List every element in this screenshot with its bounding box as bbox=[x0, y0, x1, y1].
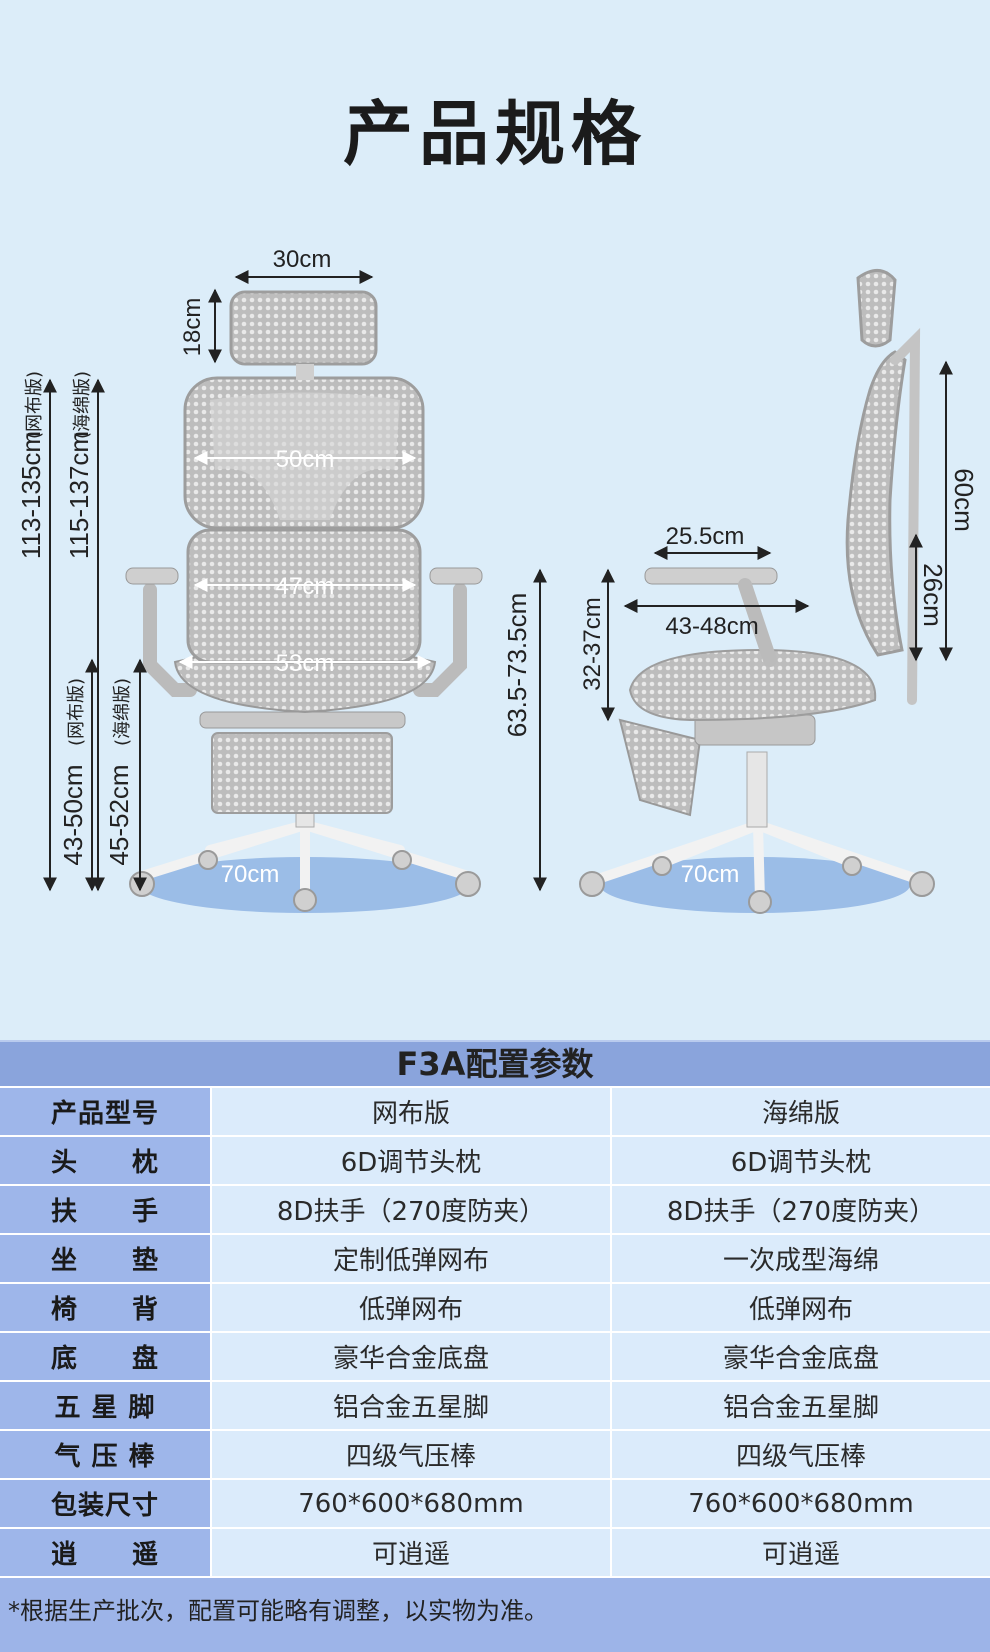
back-lower-width-label: 47cm bbox=[276, 573, 335, 600]
seat-height-foam-label: 45-52cm bbox=[104, 764, 134, 865]
row-foam-value: 760*600*680mm bbox=[610, 1480, 990, 1527]
armrest-length-label: 25.5cm bbox=[666, 523, 745, 550]
row-mesh-value: 定制低弹网布 bbox=[210, 1235, 610, 1282]
row-label: 扶 手 bbox=[0, 1186, 210, 1233]
chair-dimension-drawing: 30cm 18cm 50cm 47cm 53cm 70cm 113-135cm … bbox=[16, 246, 979, 914]
seat-height-mesh-label: 43-50cm bbox=[58, 764, 88, 865]
row-mesh-value: 760*600*680mm bbox=[210, 1480, 610, 1527]
side-chair-illustration bbox=[579, 269, 935, 914]
page-title: 产品规格 bbox=[343, 93, 647, 175]
table-row: 逍 遥 可逍遥 可逍遥 bbox=[0, 1527, 990, 1576]
row-foam-value: 8D扶手（270度防夹） bbox=[610, 1186, 990, 1233]
row-label: 坐 垫 bbox=[0, 1235, 210, 1282]
headrest-height-label: 18cm bbox=[179, 298, 206, 357]
back-upper-width-label: 50cm bbox=[276, 446, 335, 473]
table-row: 气 压 棒 四级气压棒 四级气压棒 bbox=[0, 1429, 990, 1478]
row-foam-value: 铝合金五星脚 bbox=[610, 1382, 990, 1429]
row-label: 头 枕 bbox=[0, 1137, 210, 1184]
seat-depth-label: 43-48cm bbox=[665, 613, 758, 640]
row-foam-value: 低弹网布 bbox=[610, 1284, 990, 1331]
row-label: 五 星 脚 bbox=[0, 1382, 210, 1429]
row-foam-value: 豪华合金底盘 bbox=[610, 1333, 990, 1380]
row-foam-value: 6D调节头枕 bbox=[610, 1137, 990, 1184]
lumbar-height-label: 26cm bbox=[918, 563, 948, 627]
spec-table-title: F3A配置参数 bbox=[0, 1040, 990, 1086]
row-label: 产品型号 bbox=[0, 1088, 210, 1135]
arm-to-seat-label: 32-37cm bbox=[579, 597, 606, 690]
total-height-foam-note: (海绵版) bbox=[72, 371, 93, 439]
row-label: 椅 背 bbox=[0, 1284, 210, 1331]
front-base-diameter-label: 70cm bbox=[221, 861, 280, 888]
row-mesh-value: 豪华合金底盘 bbox=[210, 1333, 610, 1380]
footnote: *根据生产批次，配置可能略有调整，以实物为准。 bbox=[0, 1576, 990, 1652]
table-row: 底 盘 豪华合金底盘 豪华合金底盘 bbox=[0, 1331, 990, 1380]
total-height-foam-label: 115-137cm bbox=[64, 431, 94, 559]
row-label: 包装尺寸 bbox=[0, 1480, 210, 1527]
row-label: 气 压 棒 bbox=[0, 1431, 210, 1478]
row-mesh-value: 8D扶手（270度防夹） bbox=[210, 1186, 610, 1233]
table-row: 包装尺寸 760*600*680mm 760*600*680mm bbox=[0, 1478, 990, 1527]
total-height-mesh-label: 113-135cm bbox=[16, 431, 46, 559]
table-row: 产品型号 网布版 海绵版 bbox=[0, 1086, 990, 1135]
seat-width-label: 53cm bbox=[276, 650, 335, 677]
row-label: 底 盘 bbox=[0, 1333, 210, 1380]
headrest-width-label: 30cm bbox=[273, 246, 332, 273]
spec-table: F3A配置参数 产品型号 网布版 海绵版 头 枕 6D调节头枕 6D调节头枕 扶… bbox=[0, 1040, 990, 1652]
side-dimensions: 60cm 26cm 25.5cm 43-48cm 32-37cm 70cm bbox=[579, 360, 979, 888]
front-dimensions: 30cm 18cm 50cm 47cm 53cm 70cm 113-135cm … bbox=[16, 246, 547, 892]
row-mesh-value: 6D调节头枕 bbox=[210, 1137, 610, 1184]
row-mesh-value: 网布版 bbox=[210, 1088, 610, 1135]
seat-height-mesh-note: (网布版) bbox=[66, 678, 87, 746]
row-mesh-value: 低弹网布 bbox=[210, 1284, 610, 1331]
row-mesh-value: 铝合金五星脚 bbox=[210, 1382, 610, 1429]
total-height-mesh-note: (网布版) bbox=[24, 371, 45, 439]
seat-height-foam-note: (海绵版) bbox=[112, 678, 133, 746]
table-row: 椅 背 低弹网布 低弹网布 bbox=[0, 1282, 990, 1331]
row-foam-value: 海绵版 bbox=[610, 1088, 990, 1135]
side-base-diameter-label: 70cm bbox=[681, 861, 740, 888]
row-label: 逍 遥 bbox=[0, 1529, 210, 1576]
table-row: 五 星 脚 铝合金五星脚 铝合金五星脚 bbox=[0, 1380, 990, 1429]
back-height-label: 60cm bbox=[949, 468, 979, 532]
table-row: 坐 垫 定制低弹网布 一次成型海绵 bbox=[0, 1233, 990, 1282]
armrest-height-label: 63.5-73.5cm bbox=[502, 593, 532, 738]
row-foam-value: 可逍遥 bbox=[610, 1529, 990, 1576]
row-mesh-value: 可逍遥 bbox=[210, 1529, 610, 1576]
front-chair-illustration bbox=[125, 290, 483, 913]
row-foam-value: 一次成型海绵 bbox=[610, 1235, 990, 1282]
row-foam-value: 四级气压棒 bbox=[610, 1431, 990, 1478]
row-mesh-value: 四级气压棒 bbox=[210, 1431, 610, 1478]
table-row: 扶 手 8D扶手（270度防夹） 8D扶手（270度防夹） bbox=[0, 1184, 990, 1233]
table-row: 头 枕 6D调节头枕 6D调节头枕 bbox=[0, 1135, 990, 1184]
